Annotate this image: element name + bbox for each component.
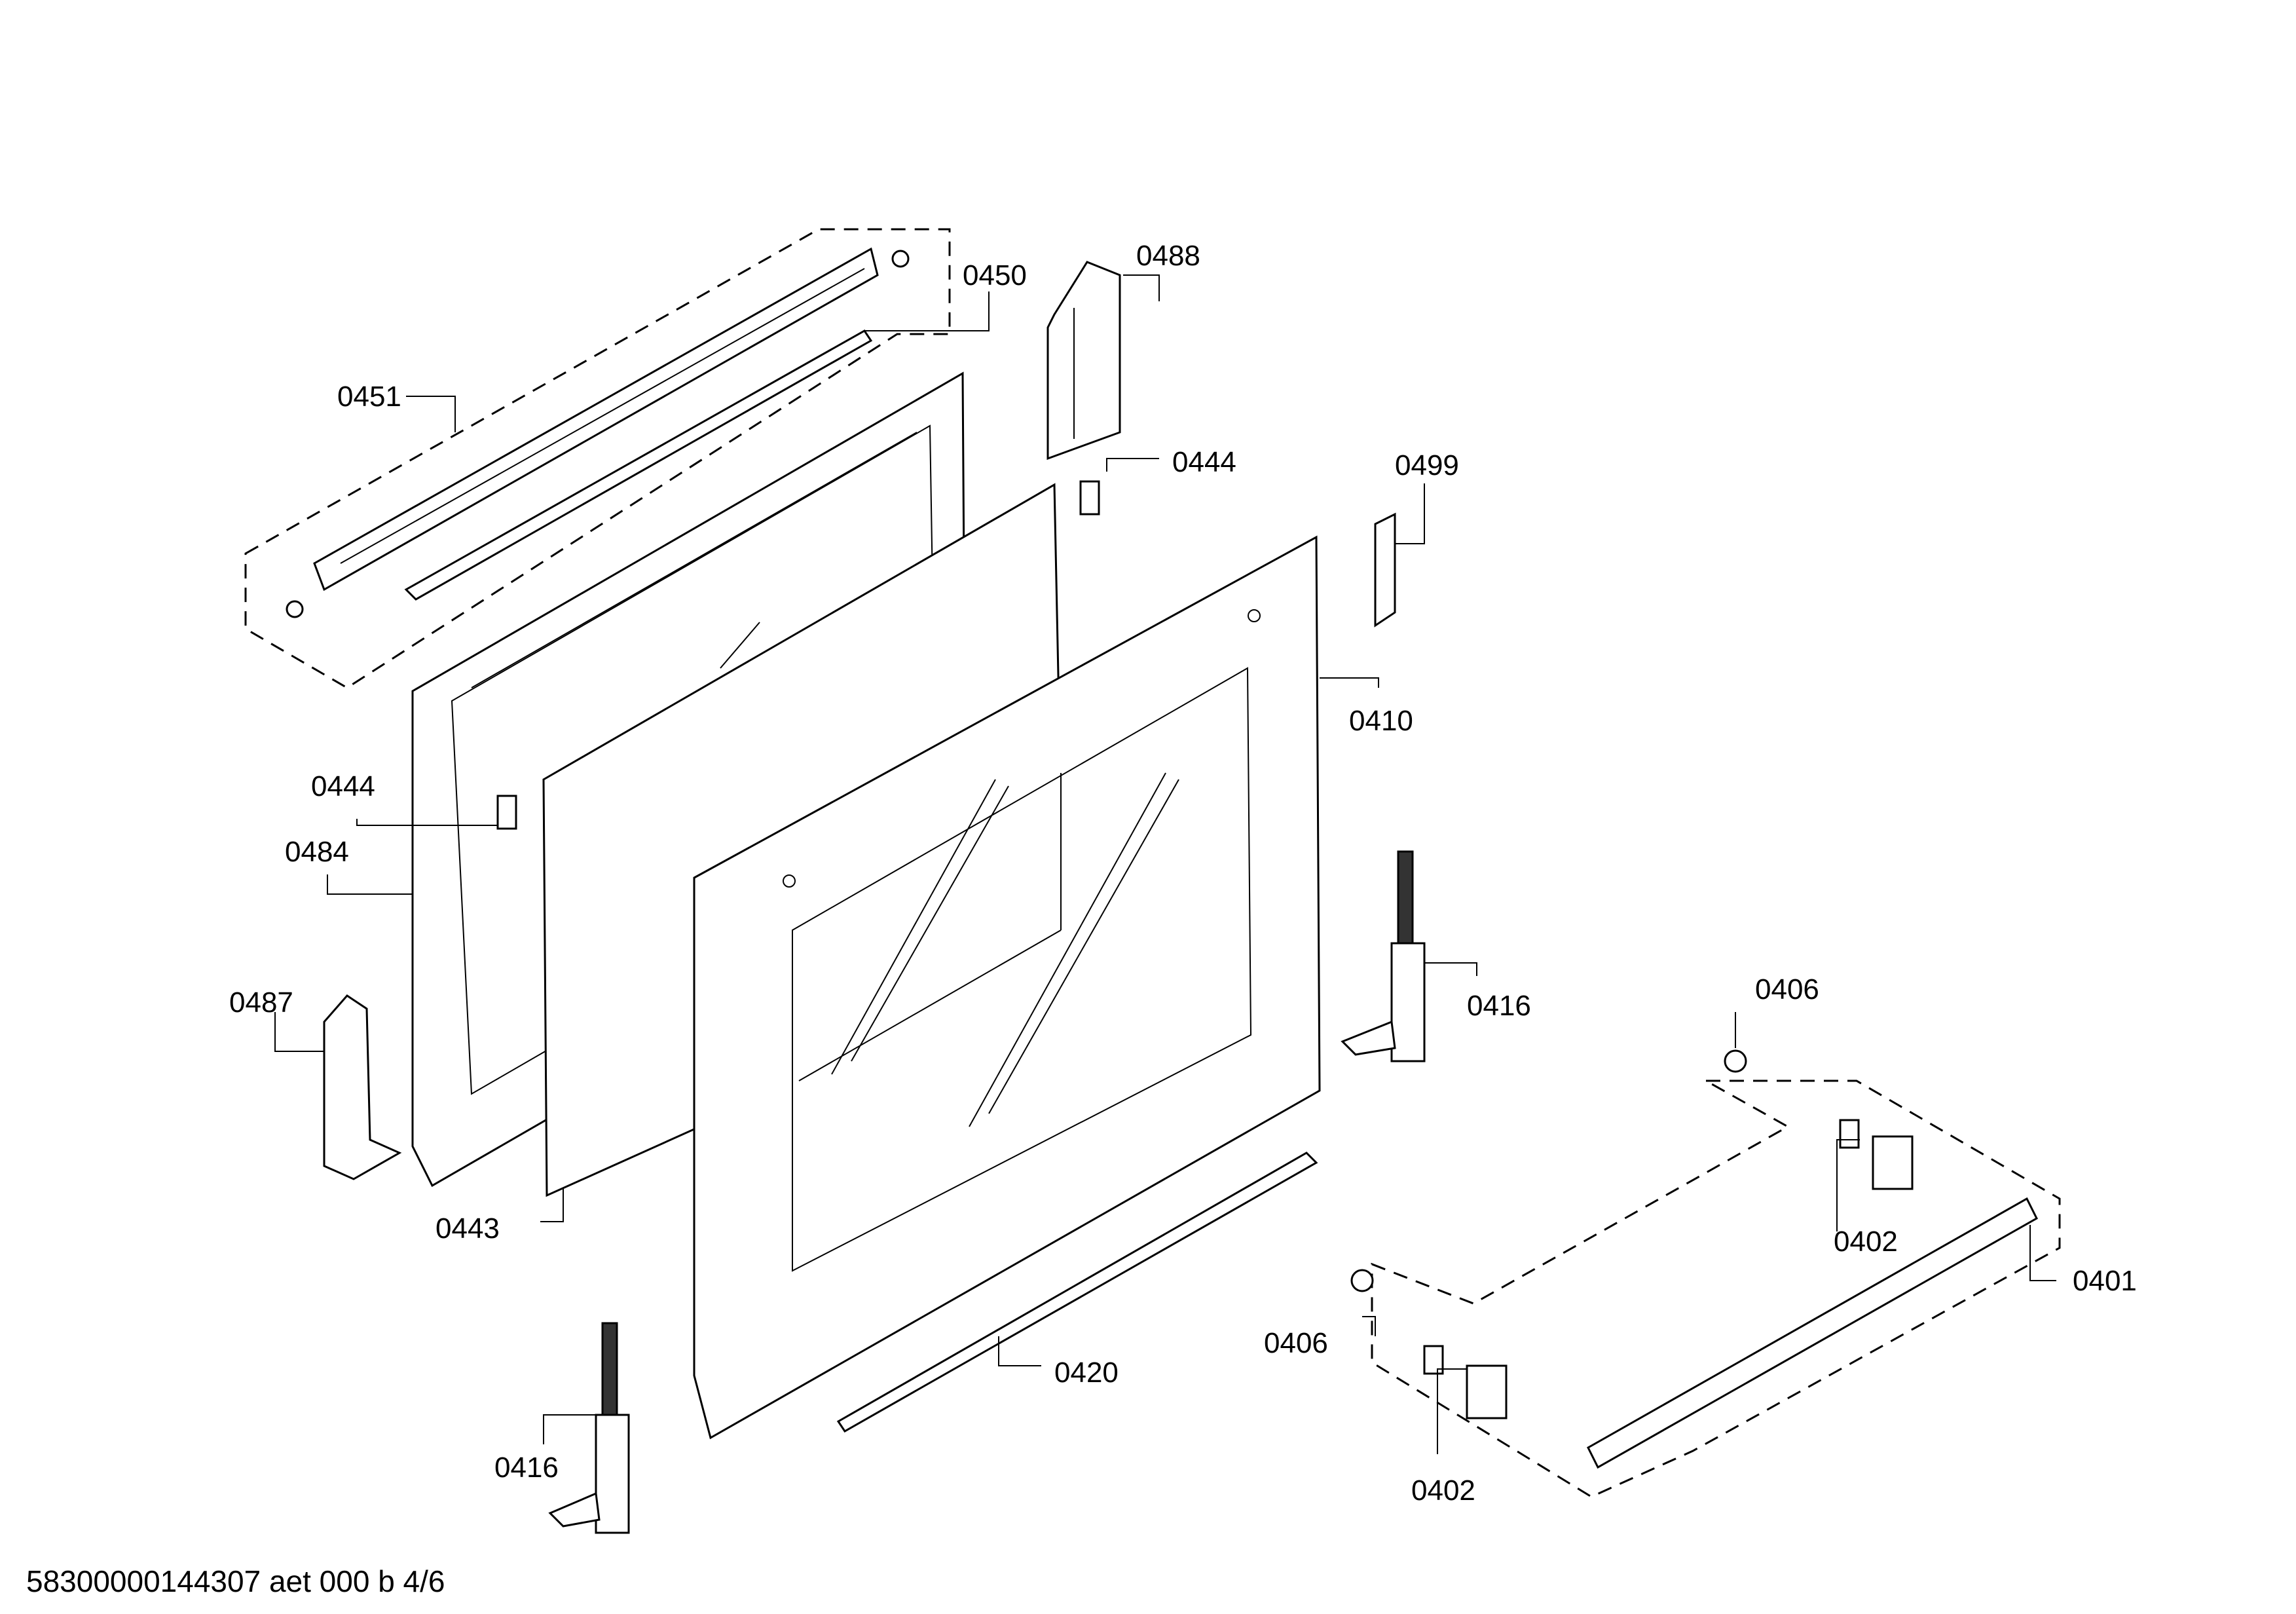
callout-0487: 0487 xyxy=(229,986,293,1019)
callout-0451: 0451 xyxy=(337,381,401,413)
top-trim-assembly xyxy=(244,228,951,689)
outer-door-glass xyxy=(693,535,1321,1440)
drawing-reference-code: 58300000144307 aet 000 b 4/6 xyxy=(26,1564,445,1598)
callout-0484: 0484 xyxy=(285,836,349,868)
callout-0488: 0488 xyxy=(1136,240,1200,272)
callout-0444-top: 0444 xyxy=(1172,446,1236,478)
callout-0402-left: 0402 xyxy=(1411,1474,1475,1507)
seal-strip xyxy=(1374,512,1396,628)
callout-0416-left: 0416 xyxy=(494,1452,559,1484)
callout-0410: 0410 xyxy=(1349,705,1413,737)
leader-lines xyxy=(274,274,2056,1454)
clip-top xyxy=(1079,480,1100,516)
handle-assembly xyxy=(1350,1049,2061,1498)
callout-0416-right: 0416 xyxy=(1467,990,1531,1022)
callout-labels: 0451 0450 0488 0444 0499 0410 0444 0484 … xyxy=(229,240,2137,1507)
bottom-seal-strip xyxy=(836,1152,1318,1433)
callout-0406-top: 0406 xyxy=(1755,973,1819,1005)
callout-0499: 0499 xyxy=(1395,449,1459,481)
callout-0450: 0450 xyxy=(963,259,1027,291)
callout-0401: 0401 xyxy=(2073,1265,2137,1297)
callout-0406-bottom: 0406 xyxy=(1264,1327,1328,1359)
callout-0402-right: 0402 xyxy=(1834,1226,1898,1258)
callout-0420: 0420 xyxy=(1054,1357,1119,1389)
hinge-cover-top xyxy=(1046,261,1121,460)
clip-left xyxy=(496,795,517,830)
hinge-right xyxy=(1341,850,1426,1062)
hinge-left xyxy=(548,1322,630,1534)
callout-0443: 0443 xyxy=(435,1212,500,1245)
hinge-cover-bottom xyxy=(323,994,402,1180)
callout-0444-left: 0444 xyxy=(311,770,375,802)
